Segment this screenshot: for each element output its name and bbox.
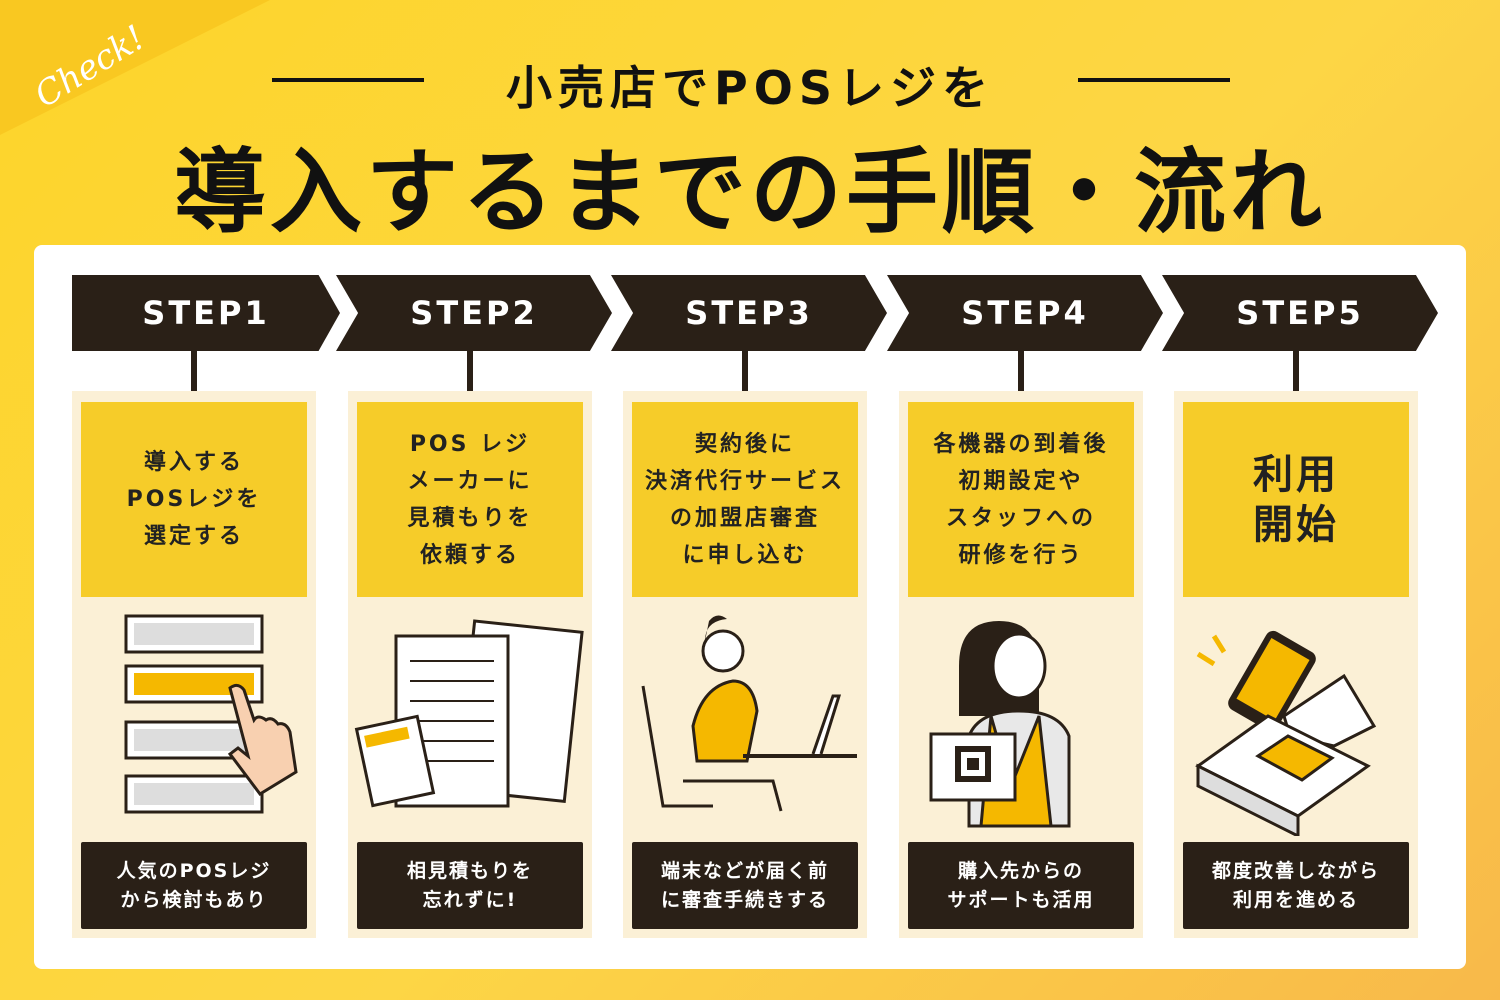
tip-line: サポートも活用	[947, 888, 1095, 911]
connector	[467, 351, 473, 391]
description-line: 選定する	[143, 524, 244, 549]
description-line: POSレジを	[126, 487, 262, 512]
tip-line: 端末などが届く前	[660, 859, 829, 882]
divider	[1078, 78, 1230, 82]
step-tip: 端末などが届く前に審査手続きする	[632, 842, 858, 929]
selection-list-icon	[124, 614, 298, 814]
step-card-5: 利用開始 都度改善しながら利用を進める	[1174, 391, 1418, 938]
step-description: 各機器の到着後初期設定やスタッフへの研修を行う	[908, 402, 1134, 597]
step-header-5: STEP5	[1162, 275, 1438, 351]
step-card-3: 契約後に決済代行サービスの加盟店審査に申し込む 端末などが届く前に審査手続きする	[623, 391, 867, 938]
step-tip: 人気のPOSレジから検討もあり	[81, 842, 307, 929]
description-line: 契約後に	[694, 431, 795, 457]
step-label: STEP1	[142, 294, 270, 332]
step-description: 導入する POSレジを選定する	[81, 402, 307, 597]
tip-line: 忘れずに!	[422, 888, 518, 911]
step-header-4: STEP4	[887, 275, 1163, 351]
step-label: STEP4	[961, 294, 1089, 332]
tip-line: 都度改善しながら	[1211, 859, 1380, 882]
step-label: STEP3	[685, 294, 813, 332]
tip-line: 相見積もりを	[406, 859, 533, 882]
document-calculator-icon	[354, 619, 584, 808]
tip-line: 利用を進める	[1232, 888, 1359, 911]
step-description: POS レジメーカーに見積もりを依頼する	[357, 402, 583, 597]
step-description: 契約後に決済代行サービスの加盟店審査に申し込む	[632, 402, 858, 597]
step-header-2: STEP2	[336, 275, 612, 351]
tip-line: に審査手続きする	[660, 888, 829, 911]
step-header-1: STEP1	[72, 275, 340, 351]
connector	[191, 351, 197, 391]
tip-line: 人気のPOSレジ	[116, 859, 272, 882]
connector	[742, 351, 748, 391]
description-line: 初期設定や	[958, 468, 1084, 494]
description-line: 見積もりを	[407, 505, 533, 531]
step-description: 利用開始	[1183, 402, 1409, 597]
step-tip: 購入先からのサポートも活用	[908, 842, 1134, 929]
description-line: メーカーに	[407, 468, 533, 494]
description-line: に申し込む	[682, 542, 808, 568]
description-line: 依頼する	[419, 542, 520, 568]
description-line: 導入する	[143, 450, 244, 475]
page-title: 導入するまでの手順・流れ	[173, 139, 1326, 246]
step-tip: 都度改善しながら利用を進める	[1183, 842, 1409, 929]
step-label: STEP5	[1236, 294, 1364, 332]
description-line: 研修を行う	[958, 542, 1084, 568]
connector	[1293, 351, 1299, 391]
staff-qr-icon	[929, 621, 1071, 828]
step-card-1: 導入する POSレジを選定する 人気のPOSレジから検討もあり	[72, 391, 316, 938]
subtitle: 小売店でPOSレジを	[506, 61, 994, 115]
step-label: STEP2	[410, 294, 538, 332]
tip-line: 購入先からの	[957, 859, 1084, 882]
woman-laptop-icon	[641, 615, 857, 812]
description-line: 各機器の到着後	[933, 431, 1109, 457]
smartphone-payment-icon	[1195, 630, 1377, 836]
connector	[1018, 351, 1024, 391]
step-card-2: POS レジメーカーに見積もりを依頼する 相見積もりを忘れずに!	[348, 391, 592, 938]
description-line: 利用	[1253, 451, 1339, 498]
description-line: 開始	[1253, 501, 1339, 548]
tip-line: から検討もあり	[120, 888, 268, 911]
step-card-4: 各機器の到着後初期設定やスタッフへの研修を行う 購入先からのサポートも活用	[899, 391, 1143, 938]
description-line: スタッフへの	[945, 505, 1096, 531]
description-line: 決済代行サービス	[644, 468, 845, 494]
step-tip: 相見積もりを忘れずに!	[357, 842, 583, 929]
divider	[272, 78, 424, 82]
step-header-3: STEP3	[611, 275, 887, 351]
description-line: POS レジ	[409, 431, 531, 457]
description-line: の加盟店審査	[669, 505, 820, 531]
